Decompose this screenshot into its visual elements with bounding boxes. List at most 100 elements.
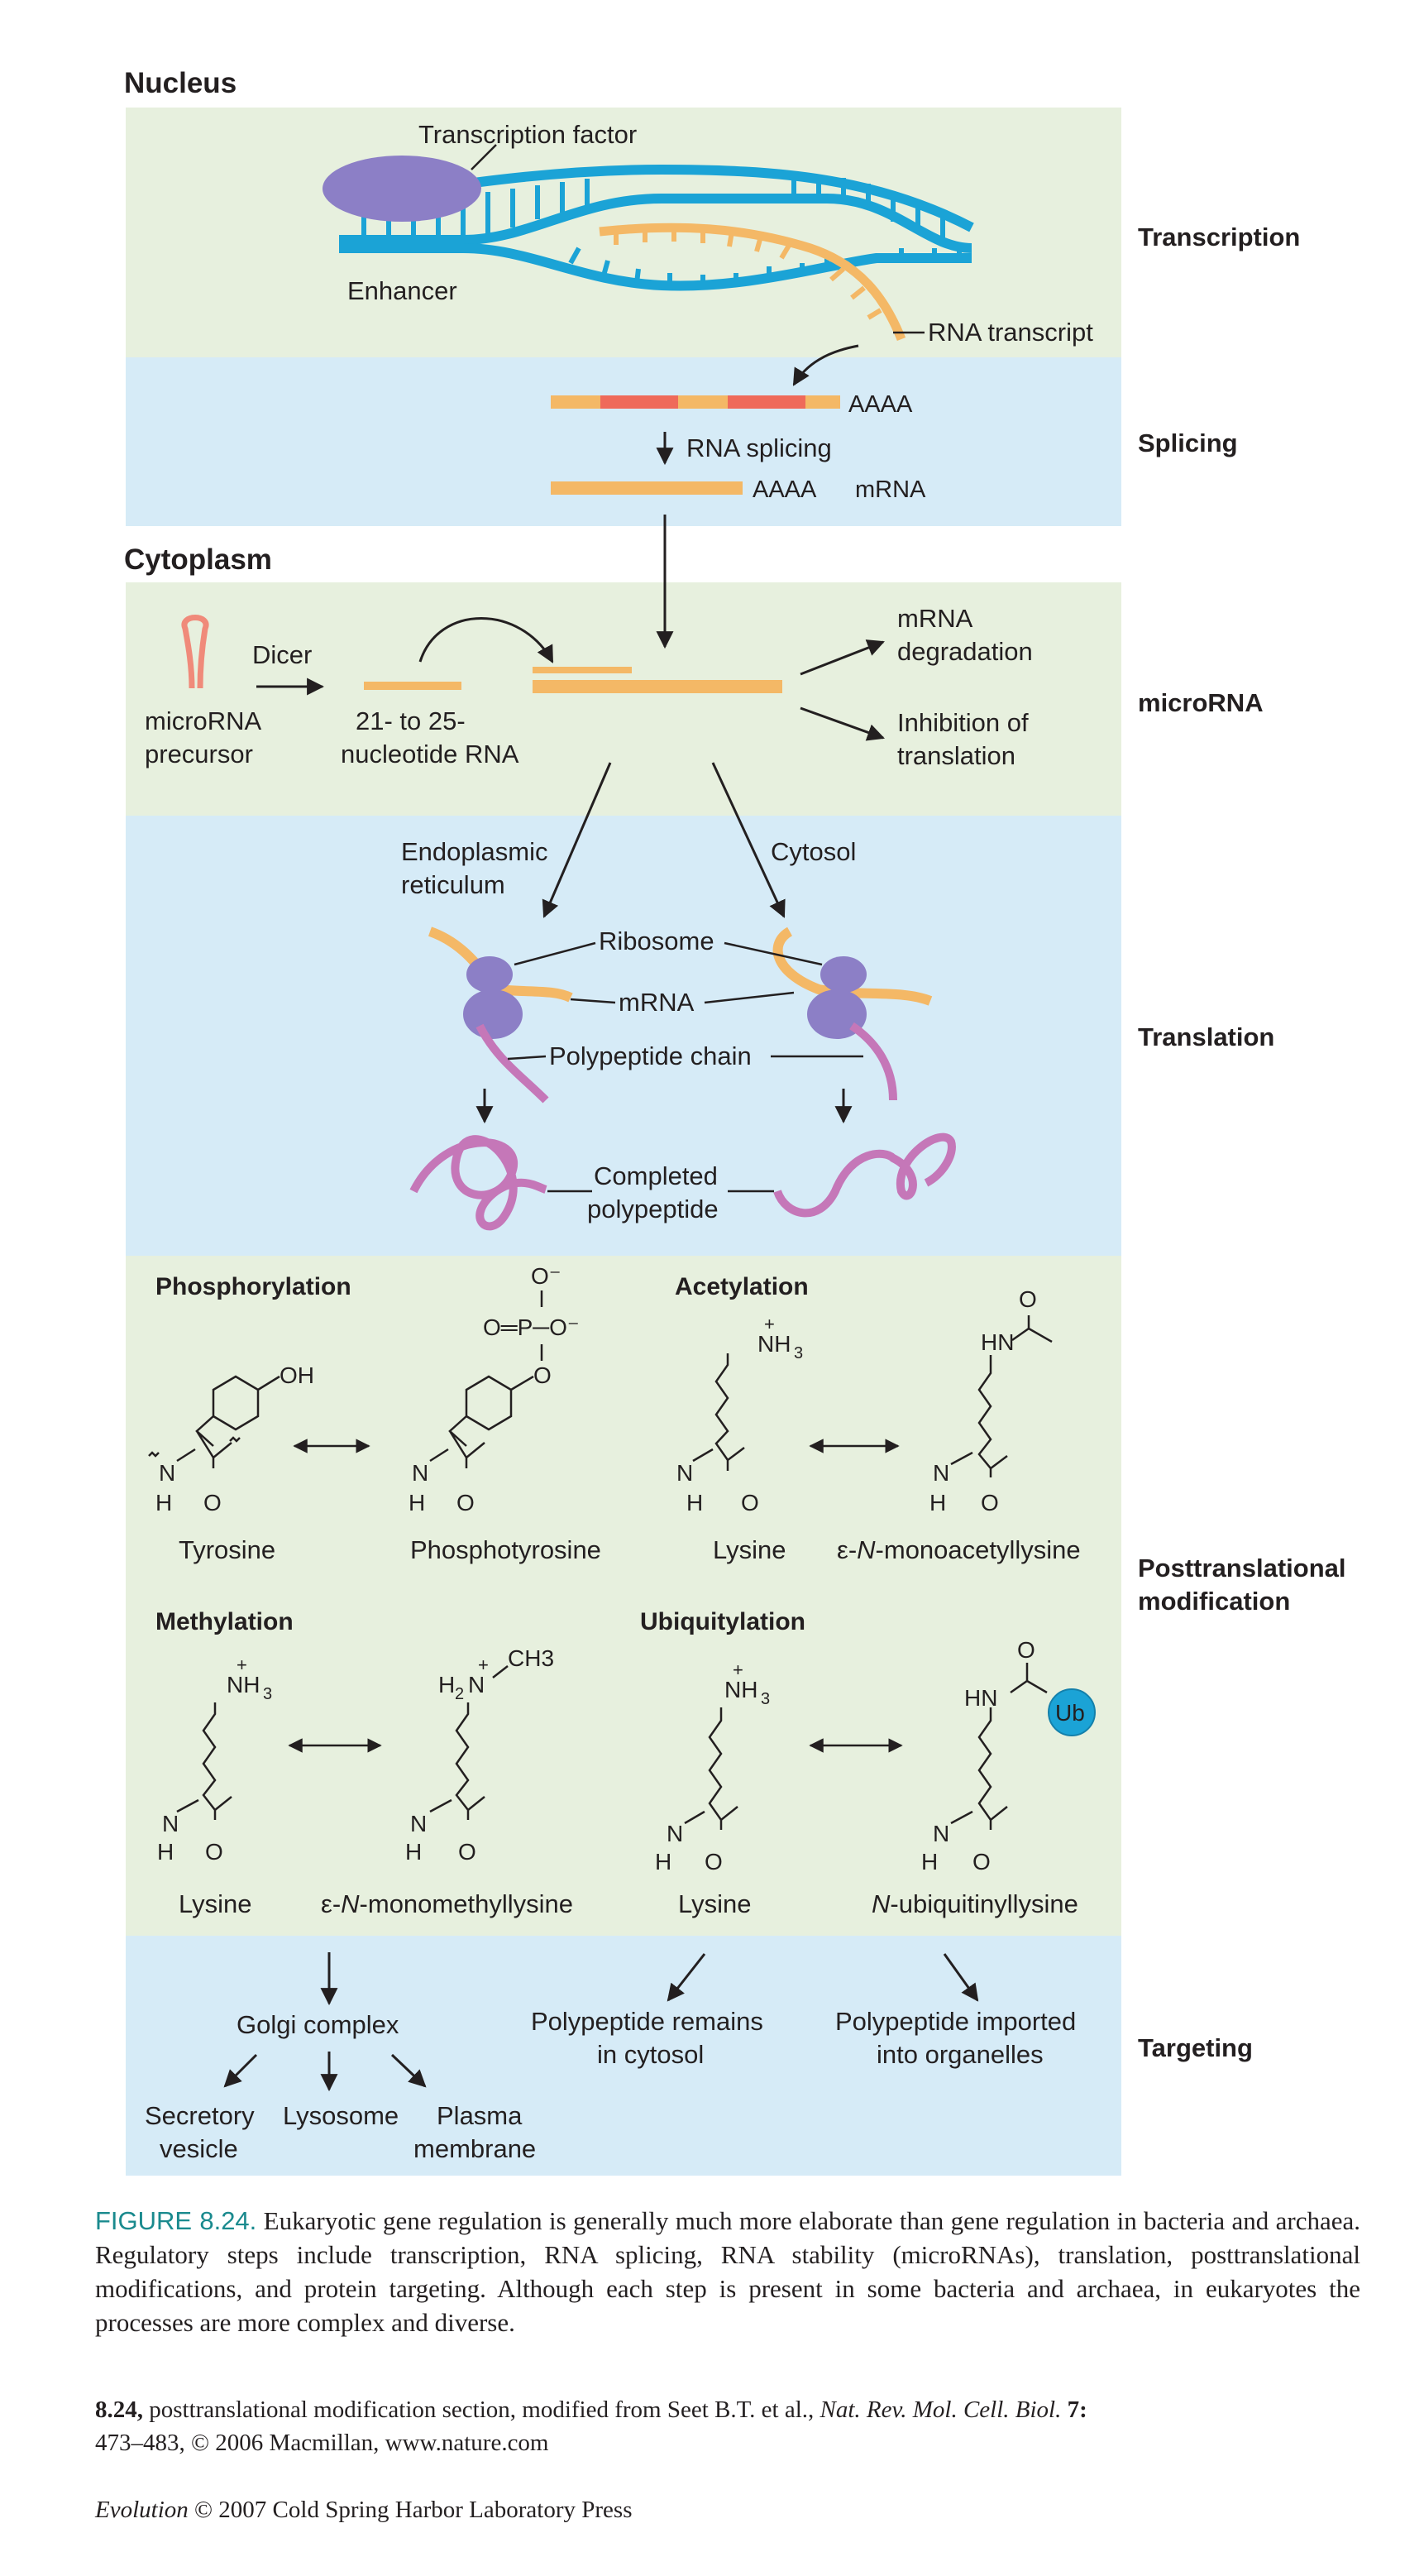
mature-mrna-bar [551, 481, 743, 495]
acetyl-lys-n: N [676, 1460, 693, 1486]
tyrosine-o: O [203, 1490, 222, 1515]
small-rna-line2: nucleotide RNA [341, 740, 519, 768]
methyl-lys-plus: + [237, 1654, 247, 1675]
small-rna-line1: 21- to 25- [356, 706, 466, 735]
cytosol-label: Cytosol [771, 837, 856, 866]
methyl-ch3: CH3 [508, 1645, 554, 1671]
ub-h: H [921, 1849, 938, 1875]
copyright-line: Evolution © 2007 Cold Spring Harbor Labo… [95, 2497, 1360, 2524]
methyl-lys-h: H [157, 1839, 174, 1865]
phosphotyrosine-structure [429, 1290, 543, 1468]
transcription-factor-blob [323, 156, 481, 222]
methylation-heading: Methylation [155, 1608, 294, 1635]
ubiq-lys-h: H [655, 1849, 671, 1875]
phospho-n: N [412, 1460, 428, 1486]
ub-o: O [1017, 1637, 1035, 1663]
copyright-text: © 2007 Cold Spring Harbor Laboratory Pre… [194, 2497, 633, 2523]
microrna-precursor-line2: precursor [145, 740, 253, 768]
acetyl-lys-o: O [741, 1490, 759, 1515]
secretory-vesicle-line1: Secretory [145, 2101, 255, 2130]
pre-mrna-polya: AAAA [848, 391, 913, 418]
transcription-factor-label: Transcription factor [418, 120, 637, 149]
credit-journal: Nat. Rev. Mol. Cell. Biol. [820, 2396, 1062, 2423]
tyrosine-oh: OH [280, 1362, 314, 1388]
phospho-h: H [409, 1490, 425, 1515]
acetyl-n: N [933, 1460, 949, 1486]
ribosome-label: Ribosome [599, 926, 714, 955]
bound-microrna-bar [533, 667, 632, 673]
mrna-polya: AAAA [753, 476, 817, 503]
er-label-line2: reticulum [401, 870, 505, 899]
phospho-ope-row: O═P─O⁻ [483, 1314, 580, 1340]
completed-polypeptide-left [409, 1135, 547, 1231]
ubiq-lys-three: 3 [761, 1690, 770, 1708]
ubiquitin-ball [1048, 1688, 1096, 1736]
tyrosine-name: Tyrosine [179, 1535, 275, 1564]
tyrosine-h: H [155, 1490, 172, 1515]
rna-transcript-strand [599, 223, 906, 342]
polypeptide-chain-label: Polypeptide chain [549, 1041, 752, 1070]
target-mrna-bar [533, 680, 782, 693]
translation-panel [126, 816, 1121, 1256]
acetyl-hn: HN [981, 1329, 1014, 1355]
plasma-membrane-line1: Plasma [437, 2101, 523, 2130]
dicer-label: Dicer [252, 640, 312, 669]
acetyl-h: H [929, 1490, 946, 1515]
ptm-panel [126, 1256, 1121, 1936]
side-label-splicing: Splicing [1138, 429, 1238, 457]
nucleus-heading: Nucleus [124, 67, 237, 99]
ribosome-right [772, 926, 933, 1101]
credit-pages: 473–483, © 2006 Macmillan, www.nature.co… [95, 2430, 549, 2456]
acetyl-lys-three: 3 [794, 1344, 803, 1362]
targeting-panel [126, 1936, 1121, 2176]
imported-line1: Polypeptide imported [835, 2007, 1076, 2036]
splicing-panel [126, 357, 1121, 526]
credit-line: 8.24, posttranslational modification sec… [95, 2393, 1360, 2459]
ubiq-lys-n: N [667, 1821, 683, 1846]
remains-cytosol-line1: Polypeptide remains [531, 2007, 763, 2036]
side-label-translation: Translation [1138, 1022, 1274, 1051]
phosphorylation-heading: Phosphorylation [155, 1273, 351, 1300]
credit-source: posttranslational modification section, … [149, 2396, 815, 2423]
ub-n: N [933, 1821, 949, 1846]
gene-regulation-diagram: Nucleus Cytoplasm Transcription Splicing… [124, 67, 1346, 2176]
inhibition-line1: Inhibition of [897, 708, 1029, 737]
mrna-label: mRNA [855, 476, 926, 503]
lysine-ubiquityl-structure [684, 1707, 738, 1830]
tyrosine-n: N [159, 1460, 175, 1486]
secretory-vesicle-line2: vesicle [160, 2134, 238, 2163]
monoacetyllysine-name: ε-N-monoacetyllysine [837, 1535, 1081, 1564]
monomethyllysine-name: ε-N-monomethyllysine [321, 1889, 573, 1918]
lysosome-label: Lysosome [283, 2101, 399, 2130]
phosphotyrosine-name: Phosphotyrosine [410, 1535, 601, 1564]
methyl-h2n-two: 2 [455, 1685, 464, 1703]
lysine-acetyl-name: Lysine [713, 1535, 786, 1564]
methyl-plus: + [478, 1654, 489, 1675]
acetyl-lys-nh3: NH [757, 1331, 791, 1357]
ubiquitylation-heading: Ubiquitylation [640, 1608, 805, 1635]
methyl-lys-three: 3 [263, 1685, 272, 1703]
mrna-degradation-line1: mRNA [897, 604, 973, 633]
ubiq-lys-o: O [705, 1849, 723, 1875]
lysine-methyl-name: Lysine [179, 1889, 251, 1918]
acetyl-o: O [1019, 1286, 1037, 1312]
tyrosine-structure [148, 1375, 280, 1468]
mrna-degradation-line2: degradation [897, 637, 1033, 666]
methyl-lys-o: O [205, 1839, 223, 1865]
ub-o2: O [972, 1849, 991, 1875]
lysine-acetyl-structure [692, 1353, 745, 1471]
side-label-ptm-line2: modification [1138, 1587, 1290, 1616]
monoacetyllysine-structure [950, 1315, 1053, 1477]
side-label-ptm-line1: Posttranslational [1138, 1554, 1346, 1582]
completed-polypeptide-line2: polypeptide [587, 1195, 719, 1223]
figure-label: FIGURE 8.24. [95, 2206, 257, 2235]
translation-mrna-label: mRNA [619, 988, 695, 1017]
microrna-panel [126, 582, 1121, 816]
small-rna-bar [364, 682, 461, 690]
er-label-line1: Endoplasmic [401, 837, 547, 866]
methyl-o: O [458, 1839, 476, 1865]
figure-caption: FIGURE 8.24. Eukaryotic gene regulation … [95, 2204, 1360, 2339]
imported-line2: into organelles [877, 2040, 1044, 2069]
intron-segment [600, 395, 678, 409]
ub-label: Ub [1055, 1700, 1085, 1726]
